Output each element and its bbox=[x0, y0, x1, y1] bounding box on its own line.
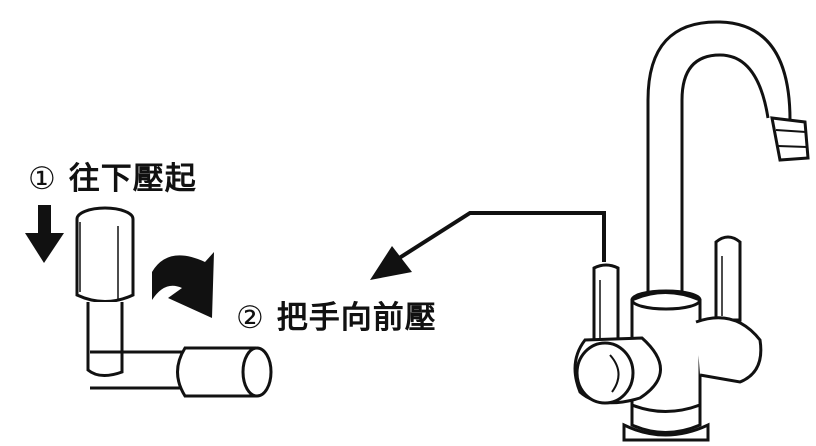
step-1-label: ① 往下壓起 bbox=[28, 153, 197, 198]
step-1-number: ① bbox=[28, 161, 57, 197]
handle-illustration bbox=[75, 206, 273, 398]
curved-arrow-icon bbox=[152, 252, 214, 318]
step-2-number: ② bbox=[236, 300, 265, 336]
faucet-illustration bbox=[573, 20, 810, 442]
step-2-label: ② 把手向前壓 bbox=[236, 292, 437, 337]
pointer-arrow-icon bbox=[370, 211, 606, 280]
down-arrow-icon bbox=[25, 205, 64, 263]
step-1-text: 往下壓起 bbox=[68, 161, 197, 197]
step-2-text: 把手向前壓 bbox=[276, 300, 437, 336]
